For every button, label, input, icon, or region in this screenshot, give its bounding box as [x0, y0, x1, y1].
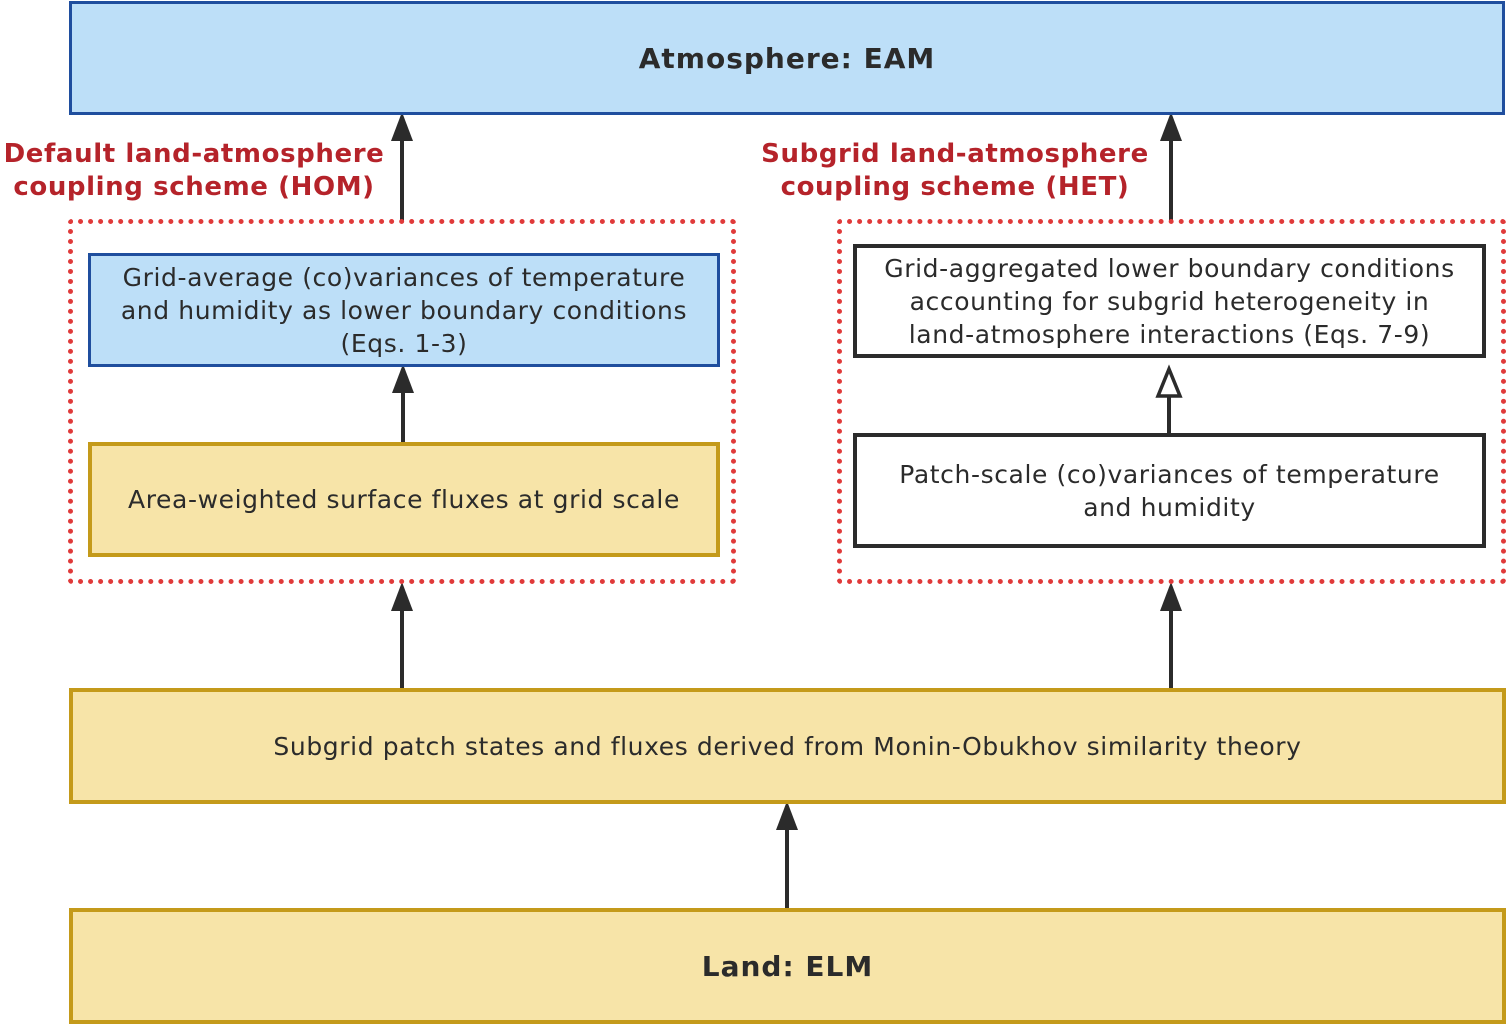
land-label: Land: ELM: [701, 949, 874, 983]
het-scheme-label: Subgrid land-atmosphere coupling scheme …: [757, 138, 1153, 204]
subgrid-patch-box: Subgrid patch states and fluxes derived …: [69, 688, 1506, 804]
hom-area-weighted-box: Area-weighted surface fluxes at grid sca…: [88, 442, 720, 557]
hom-scheme-label: Default land-atmosphere coupling scheme …: [0, 138, 388, 204]
hom-scheme-label-line2: coupling scheme (HOM): [13, 172, 375, 202]
hom-upper-line3: (Eqs. 1-3): [340, 328, 468, 358]
hom-upper-line2: and humidity as lower boundary condition…: [120, 295, 688, 325]
arrowhead-subgrid-to-het: [1160, 582, 1182, 611]
hom-scheme-group: [68, 219, 736, 584]
het-upper-line3: land-atmosphere interactions (Eqs. 7-9): [908, 319, 1431, 349]
arrowhead-hom-lower-to-upper: [392, 364, 414, 393]
arrowhead-het-lower-to-upper: [1155, 364, 1183, 398]
arrowhead-land-to-subgrid: [776, 801, 798, 830]
hom-lower-label: Area-weighted surface fluxes at grid sca…: [128, 485, 680, 514]
het-upper-line2: accounting for subgrid heterogeneity in: [909, 286, 1430, 316]
atmosphere-box: Atmosphere: EAM: [69, 1, 1505, 115]
het-scheme-label-line1: Subgrid land-atmosphere: [761, 139, 1149, 169]
het-scheme-group: [837, 219, 1506, 584]
het-patch-scale-box: Patch-scale (co)variances of temperature…: [853, 433, 1486, 548]
arrowhead-hom-to-atmosphere: [391, 112, 413, 141]
land-box: Land: ELM: [69, 908, 1506, 1024]
het-grid-aggregated-box: Grid-aggregated lower boundary condition…: [853, 244, 1486, 358]
hom-upper-line1: Grid-average (co)variances of temperatur…: [122, 262, 686, 292]
arrowhead-subgrid-to-hom: [391, 582, 413, 611]
het-upper-line1: Grid-aggregated lower boundary condition…: [884, 253, 1455, 283]
het-lower-line1: Patch-scale (co)variances of temperature: [899, 459, 1440, 489]
atmosphere-label: Atmosphere: EAM: [638, 41, 936, 75]
hom-grid-average-box: Grid-average (co)variances of temperatur…: [88, 253, 720, 367]
het-scheme-label-line2: coupling scheme (HET): [780, 172, 1130, 202]
subgrid-patch-label: Subgrid patch states and fluxes derived …: [273, 731, 1302, 761]
hom-scheme-label-line1: Default land-atmosphere: [3, 139, 385, 169]
het-lower-line2: and humidity: [1083, 492, 1256, 522]
arrowhead-het-to-atmosphere: [1160, 112, 1182, 141]
